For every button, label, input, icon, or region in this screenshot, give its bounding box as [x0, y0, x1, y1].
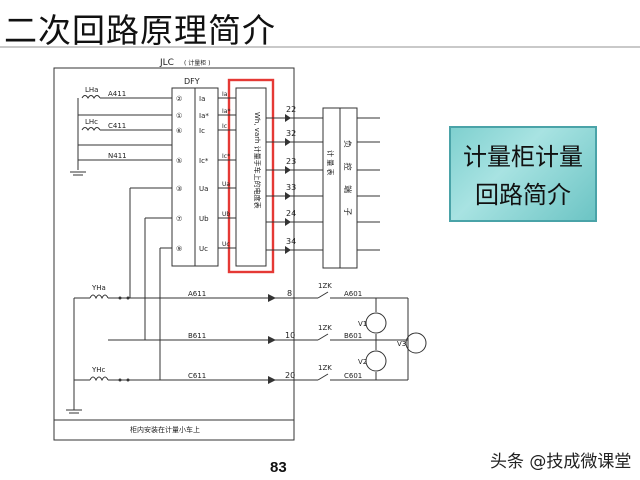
out-wire-b601: B601	[344, 332, 362, 340]
pt-label-yhc: YHc	[91, 366, 106, 374]
load-box-label: 负 控 端 子	[343, 140, 353, 222]
pt-wire-b611: B611	[188, 332, 206, 340]
pt-wire-a611: A611	[188, 290, 206, 298]
dfy-num-3: ⑤	[176, 157, 182, 165]
out-wire-a601: A601	[344, 290, 362, 298]
slide-title: 二次回路原理简介	[4, 11, 276, 50]
dfy-lbl-1: Ia*	[199, 112, 209, 120]
v3-label: V3	[397, 340, 406, 348]
voltmeter-v1	[365, 312, 387, 334]
cabinet-frame	[53, 67, 295, 441]
dfy-lbl-4: Ua	[199, 185, 208, 193]
topic-line-2: 回路简介	[475, 181, 571, 209]
pt-num-20: 20	[285, 371, 295, 380]
dfy-num-4: ③	[176, 185, 182, 193]
title-underline	[0, 46, 640, 48]
meter-term-6: Uc	[222, 241, 230, 248]
pt-yhc-coil	[89, 376, 109, 382]
dfy-num-6: ⑨	[176, 245, 182, 253]
switch-label-b: 1ZK	[318, 324, 332, 332]
pt-num-10: 10	[285, 331, 295, 340]
meter-term-3: Ic*	[222, 153, 230, 160]
v1-label: V1	[358, 320, 367, 328]
out-num-1: 32	[286, 129, 296, 138]
switch-label-c: 1ZK	[318, 364, 332, 372]
meter-label: Wh, varh 计量手车上的电度表	[253, 112, 262, 209]
ct-lha-coil	[81, 95, 101, 99]
cabinet-label: JLC	[159, 58, 174, 68]
out-num-0: 22	[286, 105, 296, 114]
ct-lhc-coil	[81, 127, 101, 131]
voltmeter-v2	[365, 350, 387, 372]
dfy-num-1: ①	[176, 112, 182, 120]
out-wire-c601: C601	[344, 372, 362, 380]
dfy-lbl-2: Ic	[199, 127, 205, 135]
page-number: 83	[270, 459, 287, 476]
out-num-4: 24	[286, 209, 296, 218]
topic-line-1: 计量柜计量	[463, 143, 583, 171]
dfy-lbl-5: Ub	[199, 215, 209, 223]
dfy-lbl-6: Uc	[199, 245, 208, 253]
out-num-5: 34	[286, 237, 296, 246]
voltmeter-v3	[405, 332, 427, 354]
meter-term-5: Ub	[222, 211, 230, 218]
meter-term-4: Ua	[222, 181, 230, 188]
dfy-num-2: ⑥	[176, 127, 182, 135]
pt-label-yha: YHa	[91, 284, 106, 292]
pt-wire-c611: C611	[188, 372, 206, 380]
topic-box: 计量柜计量 回路简介	[449, 126, 597, 222]
wire-a411: A411	[108, 90, 126, 98]
cabinet-sub: ( 计量柜 )	[184, 59, 211, 67]
dfy-num-5: ⑦	[176, 215, 182, 223]
dfy-lbl-0: Ia	[199, 95, 205, 103]
out-num-3: 33	[286, 183, 296, 192]
cart-note: 柜内安装在计量小车上	[130, 425, 200, 434]
meter-term-1: Ia*	[222, 108, 230, 115]
dfy-label: DFY	[184, 77, 200, 86]
meter-box-label: 计 量 表	[326, 150, 335, 175]
pt-num-8: 8	[287, 289, 292, 298]
meter-block	[235, 87, 267, 267]
meter-term-0: Ia	[222, 91, 228, 98]
ct-label-lha: LHa	[85, 86, 98, 94]
switch-label-a: 1ZK	[318, 282, 332, 290]
meter-outline	[227, 78, 275, 274]
wire-c411: C411	[108, 122, 126, 130]
meter-term-2: Ic	[222, 123, 227, 130]
out-num-2: 23	[286, 157, 296, 166]
v2-label: V2	[358, 358, 367, 366]
ct-label-lhc: LHc	[85, 118, 98, 126]
dfy-num-0: ②	[176, 95, 182, 103]
pt-yha-coil	[89, 294, 109, 300]
watermark: 头条 @技成微课堂	[490, 452, 632, 472]
dfy-lbl-3: Ic*	[199, 157, 209, 165]
wire-n411: N411	[108, 152, 127, 160]
